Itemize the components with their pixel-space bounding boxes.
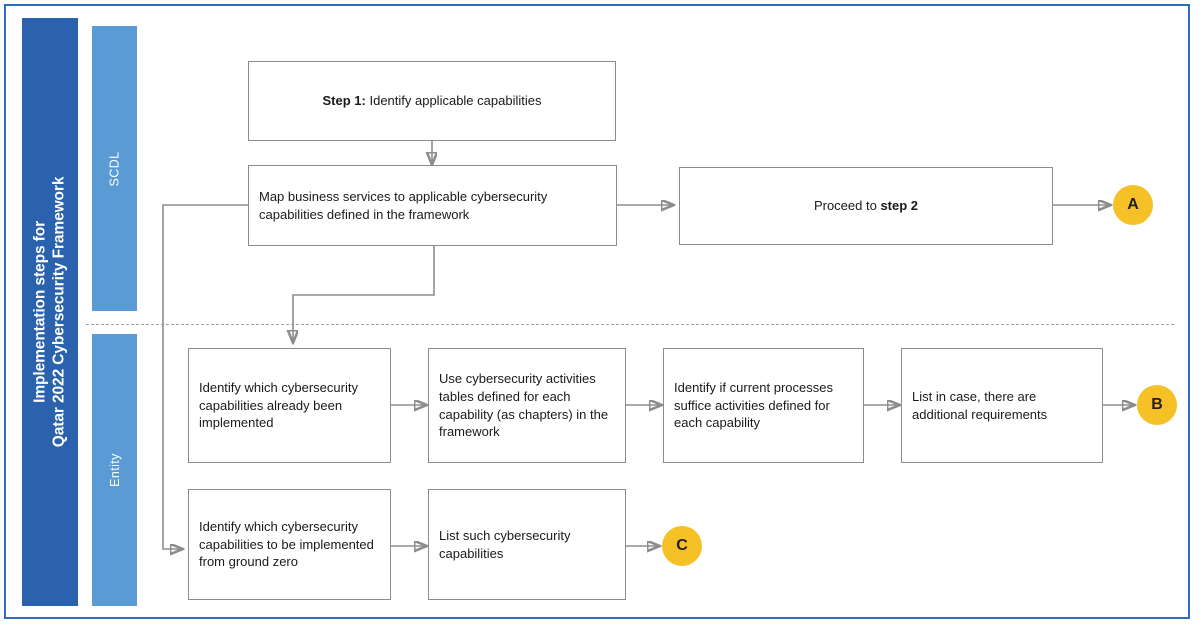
terminator-b[interactable]: B — [1137, 385, 1177, 425]
node-identify-already-implemented[interactable]: Identify which cybersecurity capabilitie… — [188, 348, 391, 463]
node-list-additional-requirements[interactable]: List in case, there are additional requi… — [901, 348, 1103, 463]
diagram-title: Implementation steps for Qatar 2022 Cybe… — [31, 177, 69, 448]
diagram-title-line-2: Qatar 2022 Cybersecurity Framework — [50, 176, 68, 448]
node-identify-processes-suffice[interactable]: Identify if current processes suffice ac… — [663, 348, 864, 463]
outer-frame — [4, 4, 1190, 619]
lane-divider — [86, 324, 1174, 325]
node-list-additional-requirements-text: List in case, there are additional requi… — [912, 388, 1048, 422]
node-step1-bold: Step 1: — [322, 93, 366, 109]
lane-label-entity: Entity — [107, 453, 122, 487]
node-use-activities-tables-text: Use cybersecurity activities tables defi… — [439, 370, 609, 440]
node-use-activities-tables[interactable]: Use cybersecurity activities tables defi… — [428, 348, 626, 463]
node-proceed-step2-rest: Proceed to — [813, 198, 881, 214]
terminator-c[interactable]: C — [662, 526, 702, 566]
node-identify-ground-zero[interactable]: Identify which cybersecurity capabilitie… — [188, 489, 391, 600]
lane-band-scdl: SCDL — [92, 26, 137, 311]
terminator-a-label: A — [1127, 196, 1139, 213]
node-list-such-capabilities[interactable]: List such cybersecurity capabilities — [428, 489, 626, 600]
node-identify-already-implemented-text: Identify which cybersecurity capabilitie… — [199, 379, 358, 431]
terminator-b-label: B — [1151, 396, 1163, 413]
lane-band-entity: Entity — [92, 334, 137, 606]
node-identify-processes-suffice-text: Identify if current processes suffice ac… — [674, 379, 833, 431]
node-proceed-step2-bold: step 2 — [880, 198, 919, 214]
terminator-c-label: C — [676, 537, 688, 554]
node-map-business-services[interactable]: Map business services to applicable cybe… — [248, 165, 617, 246]
diagram-title-line-1: Implementation steps for — [31, 221, 49, 403]
node-step1-rest: Identify applicable capabilities — [365, 93, 542, 109]
terminator-a[interactable]: A — [1113, 185, 1153, 225]
diagram-title-band: Implementation steps for Qatar 2022 Cybe… — [22, 18, 78, 606]
node-step1-text: Step 1: Identify applicable capabilities — [323, 92, 542, 110]
node-identify-ground-zero-text: Identify which cybersecurity capabilitie… — [199, 518, 374, 570]
lane-label-scdl: SCDL — [107, 151, 122, 186]
node-proceed-step2[interactable]: Proceed to step 2 — [679, 167, 1053, 245]
node-proceed-step2-text: Proceed to step 2 — [814, 197, 918, 215]
node-step1[interactable]: Step 1: Identify applicable capabilities — [248, 61, 616, 141]
node-map-business-services-text: Map business services to applicable cybe… — [259, 188, 548, 222]
node-list-such-capabilities-text: List such cybersecurity capabilities — [439, 527, 571, 561]
